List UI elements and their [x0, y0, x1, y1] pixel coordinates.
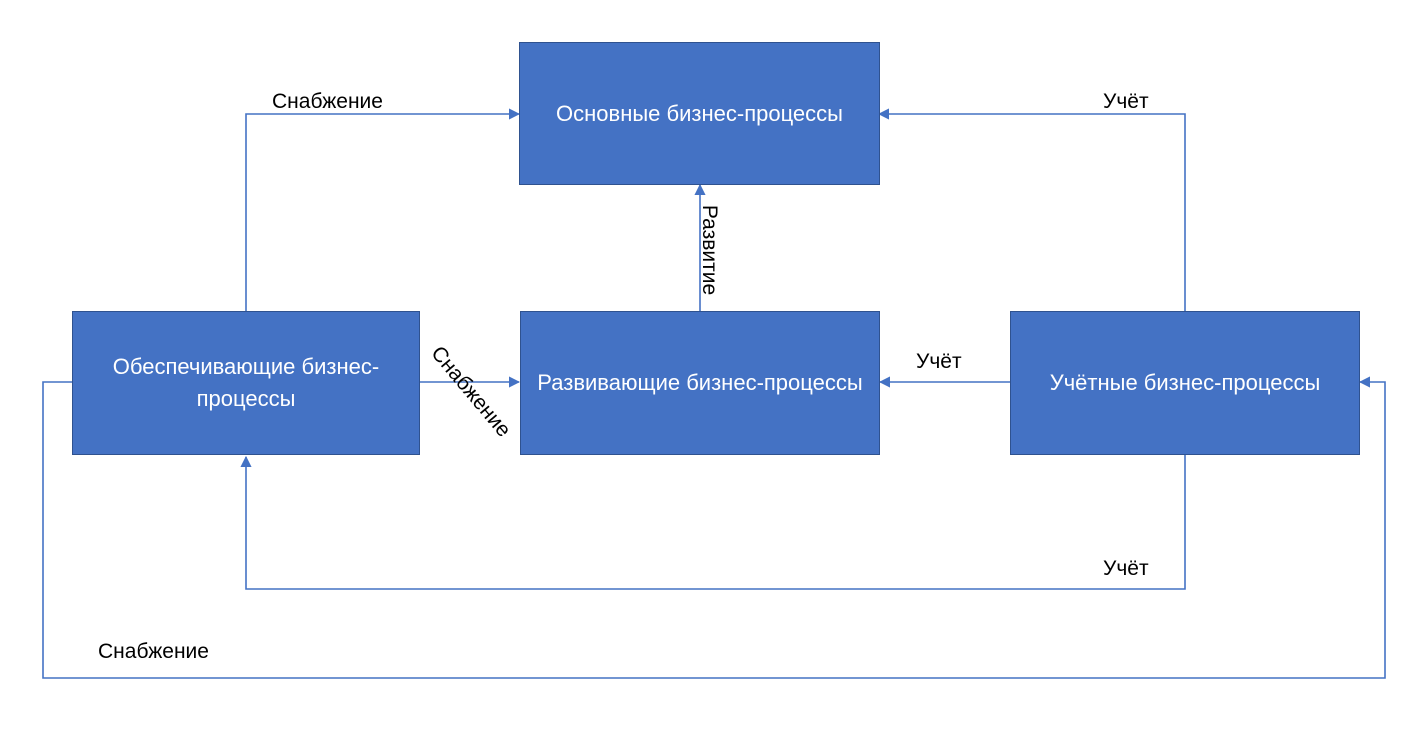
- label-supply-support-to-core: Снабжение: [272, 90, 383, 113]
- connector-support-to-core: [245, 108, 521, 311]
- support-processes-label: Обеспечивающие бизнес-процессы: [112, 354, 380, 411]
- connector-accounting-to-support: [240, 455, 1186, 590]
- support-processes-box[interactable]: Обеспечивающие бизнес-процессы: [72, 311, 420, 455]
- label-accounting-to-support: Учёт: [1103, 557, 1149, 580]
- connector-accounting-to-core: [877, 108, 1186, 311]
- label-development-to-core: Развитие: [698, 204, 722, 296]
- label-accounting-to-core: Учёт: [1103, 90, 1149, 113]
- label-supply-support-to-accounting: Снабжение: [98, 640, 209, 663]
- accounting-processes-label: Учётные бизнес-процессы: [1049, 370, 1321, 395]
- label-accounting-to-development: Учёт: [916, 350, 962, 373]
- development-processes-box[interactable]: Развивающие бизнес-процессы: [520, 311, 880, 455]
- accounting-processes-box[interactable]: Учётные бизнес-процессы: [1010, 311, 1360, 455]
- core-processes-label: Основные бизнес-процессы: [556, 100, 843, 126]
- development-processes-label: Развивающие бизнес-процессы: [537, 370, 863, 395]
- connector-support-to-accounting: [42, 376, 1386, 679]
- core-processes-box[interactable]: Основные бизнес-процессы: [519, 42, 880, 185]
